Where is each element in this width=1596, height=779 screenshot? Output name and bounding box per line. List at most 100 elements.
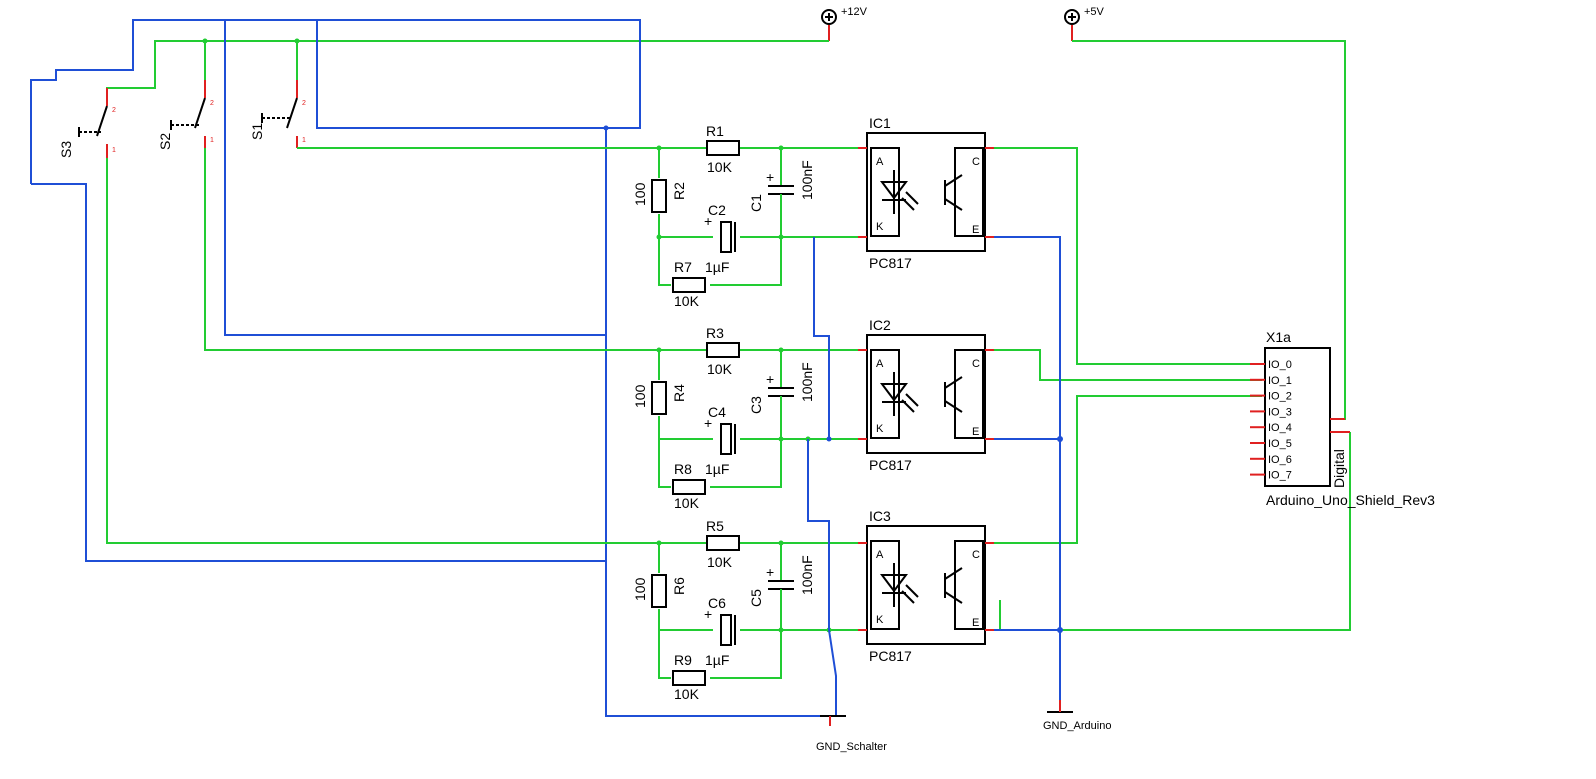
- svg-text:1: 1: [112, 147, 116, 154]
- resistor-r5: R5 10K: [706, 518, 740, 570]
- arduino-shield-x1a: X1a Arduino_Uno_Shield_Rev3 Digital IO_0…: [1250, 329, 1435, 508]
- svg-text:A: A: [876, 549, 884, 561]
- arduino-section: Digital: [1331, 449, 1347, 488]
- power-5v-symbol: +5V: [1064, 6, 1105, 41]
- svg-text:2: 2: [112, 107, 116, 114]
- resistor-r9: R9 10K: [672, 652, 706, 702]
- wire-emitter-gnd: [994, 236, 1063, 700]
- resistor-r7: R7 10K: [672, 259, 706, 309]
- r3-value: 10K: [707, 361, 733, 377]
- svg-text:E: E: [972, 224, 979, 236]
- r7-ref: R7: [674, 259, 692, 275]
- resistor-r3: R3 10K: [706, 325, 740, 377]
- svg-text:A: A: [876, 358, 884, 370]
- capacitor-c6: + C6 1µF: [704, 595, 736, 668]
- power-12v-symbol: +12V: [821, 6, 868, 41]
- switch-s3-label: S3: [58, 141, 74, 158]
- svg-text:E: E: [972, 426, 979, 438]
- svg-text:2: 2: [210, 100, 214, 107]
- ic2-type: PC817: [869, 457, 912, 473]
- switch-s2-label: S2: [157, 133, 173, 150]
- resistor-r6: 100 R6: [632, 574, 687, 608]
- r4-ref: R4: [671, 384, 687, 402]
- arduino-pin-label: IO_4: [1268, 422, 1292, 434]
- r6-ref: R6: [671, 577, 687, 595]
- r9-value: 10K: [674, 686, 700, 702]
- c4-value: 1µF: [705, 461, 729, 477]
- c2-value: 1µF: [705, 259, 729, 275]
- arduino-ref: X1a: [1266, 329, 1291, 345]
- svg-text:1: 1: [302, 137, 306, 144]
- svg-text:K: K: [876, 221, 884, 233]
- switch-s3: 2 1 S3: [58, 88, 1077, 544]
- r5-ref: R5: [706, 518, 724, 534]
- arduino-name: Arduino_Uno_Shield_Rev3: [1266, 492, 1435, 508]
- c3-value: 100nF: [799, 362, 815, 402]
- arduino-pin-label: IO_6: [1268, 454, 1292, 466]
- capacitor-c1: + C1 100nF: [748, 160, 815, 212]
- c1-value: 100nF: [799, 160, 815, 200]
- ic1-type: PC817: [869, 255, 912, 271]
- arduino-pin-label: IO_7: [1268, 470, 1292, 482]
- capacitor-c5: + C5 100nF: [748, 555, 815, 607]
- capacitor-c2: + C2 1µF: [704, 202, 736, 275]
- svg-text:C: C: [972, 156, 980, 168]
- c5-value: 100nF: [799, 555, 815, 595]
- optocoupler-ic1: IC1 PC817 A K C E: [858, 115, 994, 271]
- gnd-arduino-label: GND_Arduino: [1043, 720, 1111, 732]
- channel-1: R1 10K 100 R2 + C2 1µF + C1: [632, 115, 1262, 365]
- arduino-pin-label: IO_1: [1268, 375, 1292, 387]
- ic3-ref: IC3: [869, 508, 891, 524]
- svg-text:+: +: [704, 606, 712, 622]
- svg-text:2: 2: [302, 100, 306, 107]
- channel-2: R3 10K 100 R4 + C4 1µF + C3 100nF: [632, 317, 1262, 511]
- r9-ref: R9: [674, 652, 692, 668]
- arduino-pin-label: IO_3: [1268, 406, 1292, 418]
- c2-ref: C2: [708, 202, 726, 218]
- c6-value: 1µF: [705, 652, 729, 668]
- gnd-arduino-symbol: GND_Arduino: [1043, 700, 1111, 732]
- arduino-pin-list: IO_0IO_1IO_2IO_3IO_4IO_5IO_6IO_7: [1250, 359, 1292, 482]
- c6-ref: C6: [708, 595, 726, 611]
- svg-text:+: +: [766, 564, 774, 580]
- switch-s1-label: S1: [249, 123, 265, 140]
- r8-value: 10K: [674, 495, 700, 511]
- c3-ref: C3: [748, 396, 764, 414]
- gnd-schalter-symbol: GND_Schalter: [816, 715, 887, 753]
- svg-text:1: 1: [210, 137, 214, 144]
- resistor-r4: 100 R4: [632, 381, 687, 415]
- capacitor-c3: + C3 100nF: [748, 362, 815, 414]
- r1-ref: R1: [706, 123, 724, 139]
- svg-text:C: C: [972, 549, 980, 561]
- resistor-r1: R1 10K: [706, 123, 740, 175]
- channel-3: R5 10K 100 R6 + C6 1µF + C5 100nF: [632, 395, 1351, 702]
- r2-value: 100: [632, 182, 648, 206]
- arduino-pin-label: IO_0: [1268, 359, 1292, 371]
- r7-value: 10K: [674, 293, 700, 309]
- power-12v-label: +12V: [841, 6, 868, 18]
- c5-ref: C5: [748, 589, 764, 607]
- c1-ref: C1: [748, 194, 764, 212]
- arduino-pin-label: IO_2: [1268, 391, 1292, 403]
- r3-ref: R3: [706, 325, 724, 341]
- wire-k-gnd: [807, 237, 837, 716]
- resistor-r8: R8 10K: [672, 461, 706, 511]
- switch-s2: 2 1 S2: [157, 80, 1040, 351]
- r1-value: 10K: [707, 159, 733, 175]
- wire-12v-bus: [106, 38, 829, 96]
- r5-value: 10K: [707, 554, 733, 570]
- svg-text:K: K: [876, 614, 884, 626]
- wire-gnd-switch-bus: [30, 19, 836, 717]
- svg-text:A: A: [876, 156, 884, 168]
- svg-text:+: +: [704, 213, 712, 229]
- svg-text:+: +: [766, 169, 774, 185]
- optocoupler-ic3: IC3 PC817 A K C E: [858, 508, 994, 664]
- ic1-ref: IC1: [869, 115, 891, 131]
- c4-ref: C4: [708, 404, 726, 420]
- arduino-pin-label: IO_5: [1268, 438, 1292, 450]
- svg-text:C: C: [972, 358, 980, 370]
- resistor-r2: 100 R2: [632, 179, 687, 213]
- svg-text:E: E: [972, 617, 979, 629]
- optocoupler-ic2: IC2 PC817 A K C E: [858, 317, 994, 473]
